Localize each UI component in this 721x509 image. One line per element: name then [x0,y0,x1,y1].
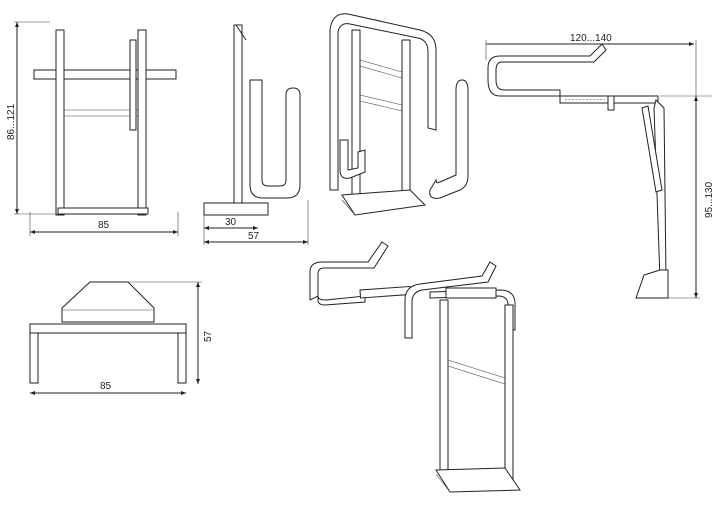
side-view: 30 57 [203,24,309,245]
top-view: 57 85 [29,281,214,395]
side-depth-large-dim: 57 [248,231,260,242]
top-depth-dim: 57 [203,330,214,342]
top-width-dim: 85 [100,381,112,392]
front-height-dim: 86...121 [6,103,17,140]
front-width-dim: 85 [98,220,110,231]
height-dim: 95...130 [704,181,715,218]
reach-dim: 120...140 [570,33,612,44]
isometric-view-extended [309,241,521,493]
front-view: 86...121 85 [6,21,181,236]
side-depth-small-dim: 30 [225,217,237,228]
isometric-view-folded [329,13,469,216]
side-extended-view: 120...140 95...130 [485,33,715,299]
